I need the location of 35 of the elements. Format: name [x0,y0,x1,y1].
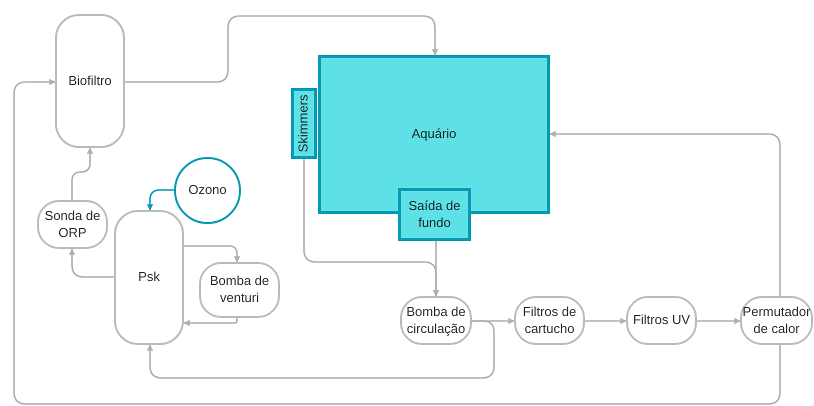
aquarium-tank [318,55,550,214]
process-box [740,296,813,345]
node-label: Biofiltro [67,72,113,90]
process-box [114,210,184,345]
process-box [199,262,280,318]
process-box [400,296,472,345]
process-box [626,296,697,345]
arrow [68,248,114,278]
node-label: Filtros de cartucho [522,304,578,338]
arrow [697,318,741,324]
node-label: Sonda de ORP [44,208,102,242]
arrow [71,147,94,200]
node-label: Aquário [410,126,458,143]
process-box [55,14,125,148]
node-label: Skimmers [296,94,312,154]
arrow [549,130,781,296]
node-label: Bomba de venturi [208,273,270,307]
node-label: Psk [137,269,161,286]
node-label: Bomba de circulação [405,304,467,338]
arrow [585,318,627,324]
process-box [37,200,108,249]
arrow [146,320,495,379]
arrow [184,245,240,263]
node-label: Filtros UV [632,312,692,329]
arrow [146,189,174,211]
skimmer-box [291,88,317,159]
node-label: Ozono [187,182,228,199]
arrow [432,241,440,297]
process-box [514,296,585,345]
node-label: Saída de fundo [407,198,462,232]
arrow [183,318,238,326]
bottom-drain-box [398,188,471,241]
node-label: Permutador de calor [742,304,812,338]
arrow [13,78,781,405]
arrow [125,15,438,83]
